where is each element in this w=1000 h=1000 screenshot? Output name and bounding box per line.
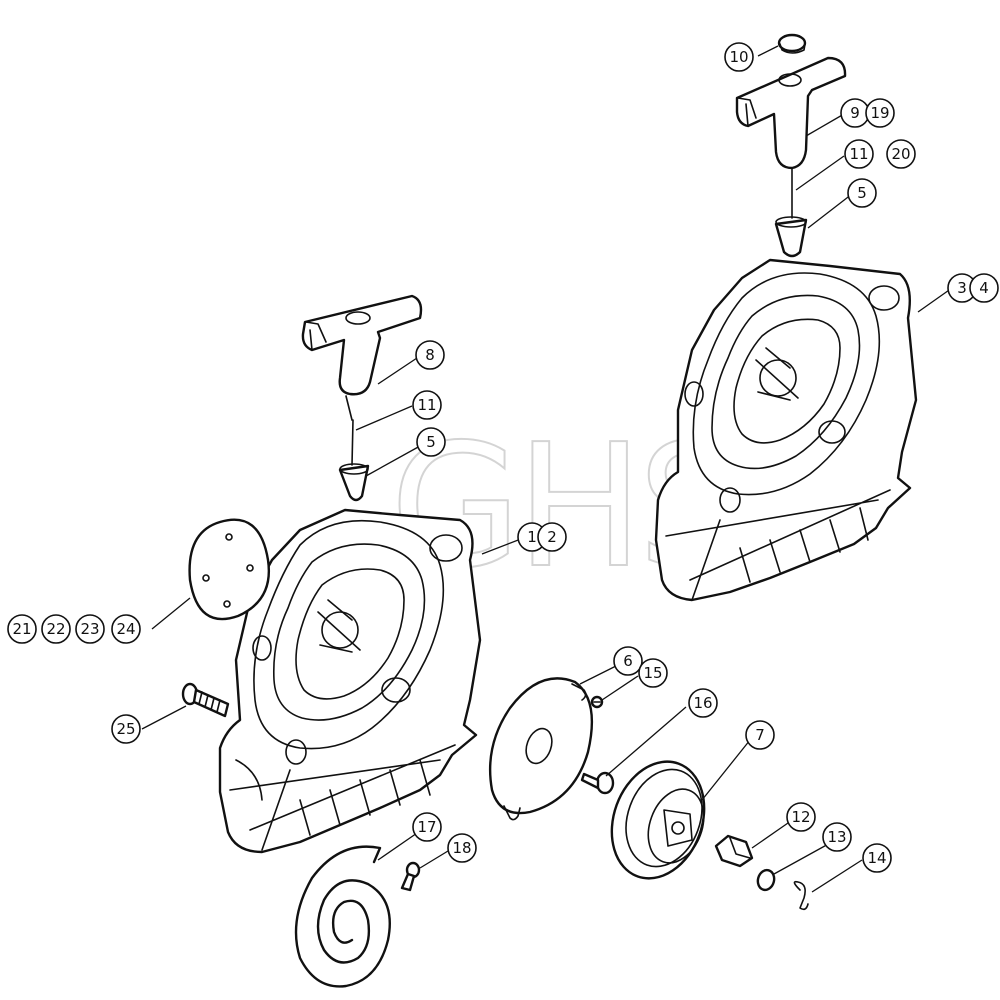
callout-9: 9 (840, 98, 870, 128)
svg-text:9: 9 (850, 104, 860, 122)
left-rope (351, 419, 354, 466)
svg-text:22: 22 (46, 620, 65, 638)
svg-text:18: 18 (452, 839, 471, 857)
small-washer (756, 868, 776, 892)
svg-text:2: 2 (547, 528, 557, 546)
callout-25: 25 (111, 714, 141, 744)
callout-10: 10 (724, 42, 754, 72)
svg-text:3: 3 (957, 279, 967, 297)
svg-text:25: 25 (116, 720, 135, 738)
callout-19: 19 (865, 98, 895, 128)
callout-12: 12 (786, 802, 816, 832)
svg-text:8: 8 (425, 346, 435, 364)
callout-5-right: 5 (847, 178, 877, 208)
svg-text:11: 11 (417, 396, 436, 414)
washer-disc (488, 677, 594, 821)
left-fan-housing (218, 508, 482, 854)
svg-text:23: 23 (80, 620, 99, 638)
right-grip-cap (777, 33, 807, 54)
left-screw (181, 682, 230, 718)
svg-text:4: 4 (979, 279, 989, 297)
right-fan-housing (654, 258, 918, 602)
callout-2: 2 (537, 522, 567, 552)
svg-text:5: 5 (426, 433, 436, 451)
callout-23: 23 (75, 614, 105, 644)
callout-18: 18 (447, 833, 477, 863)
pawl (714, 834, 754, 868)
left-starter-grip (301, 294, 423, 421)
callout-4: 4 (969, 273, 999, 303)
svg-text:5: 5 (857, 184, 867, 202)
svg-text:21: 21 (12, 620, 31, 638)
callout-3: 3 (947, 273, 977, 303)
rope-rotor (610, 760, 706, 880)
callout-11-left: 11 (412, 390, 442, 420)
small-screw (590, 695, 604, 709)
svg-text:19: 19 (870, 104, 889, 122)
svg-text:17: 17 (417, 818, 436, 836)
left-starter-plate (188, 518, 271, 621)
callout-21: 21 (7, 614, 37, 644)
svg-text:16: 16 (693, 694, 712, 712)
callout-24: 24 (111, 614, 141, 644)
callout-16: 16 (688, 688, 718, 718)
callout-22: 22 (41, 614, 71, 644)
callout-13: 13 (822, 822, 852, 852)
svg-text:20: 20 (891, 145, 910, 163)
callout-8: 8 (415, 340, 445, 370)
right-starter-grip (735, 56, 847, 170)
leader-lines (141, 45, 953, 893)
spring-clip (793, 880, 809, 911)
svg-text:12: 12 (791, 808, 810, 826)
svg-text:11: 11 (849, 145, 868, 163)
callout-17: 17 (412, 812, 442, 842)
svg-text:24: 24 (116, 620, 135, 638)
callout-15: 15 (638, 658, 668, 688)
callout-6: 6 (613, 646, 643, 676)
callout-7: 7 (745, 720, 775, 750)
right-rope-guide (774, 216, 808, 258)
callout-20: 20 (886, 139, 916, 169)
svg-text:10: 10 (729, 48, 748, 66)
spring-screw (400, 861, 421, 892)
svg-text:1: 1 (527, 528, 537, 546)
svg-text:15: 15 (643, 664, 662, 682)
svg-text:14: 14 (867, 849, 886, 867)
left-rope-guide (338, 463, 370, 502)
svg-text:7: 7 (755, 726, 765, 744)
callout-11-right: 11 (844, 139, 874, 169)
pulley-screw (580, 771, 615, 795)
callout-14: 14 (862, 843, 892, 873)
rewind-spring (294, 845, 391, 988)
svg-text:6: 6 (623, 652, 633, 670)
callout-5-left: 5 (416, 427, 446, 457)
svg-text:13: 13 (827, 828, 846, 846)
